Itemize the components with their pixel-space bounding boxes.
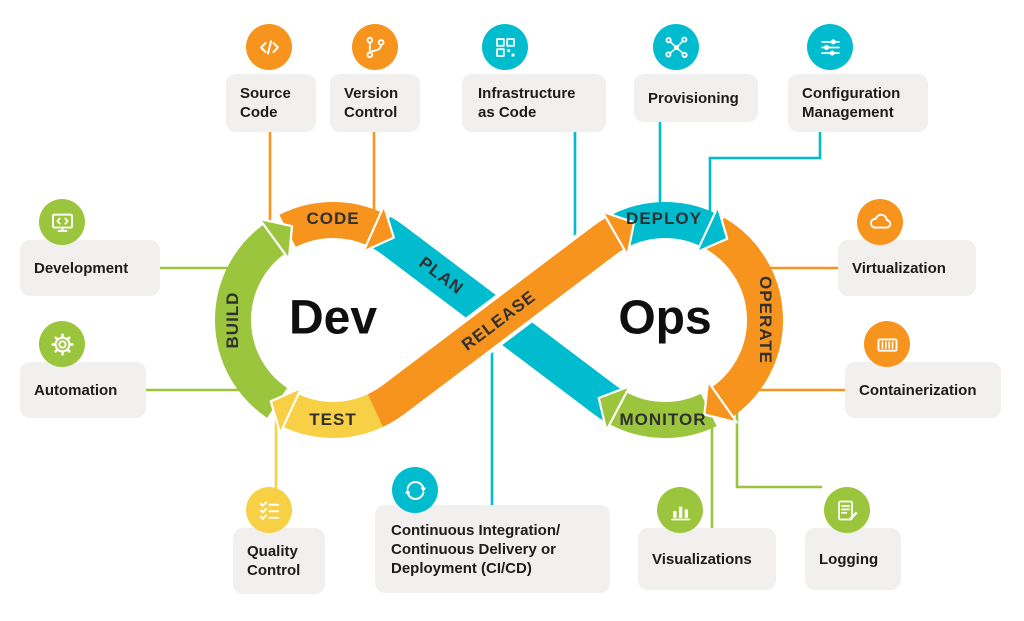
connector-configuration [708,132,822,216]
card-configuration-management: Configuration Management [788,74,928,132]
card-provisioning: Provisioning [634,74,758,122]
deploy-arrow-icon [695,205,729,254]
segment-label-build: BUILD [223,291,242,349]
card-ci-cd-label: Continuous Integration/ Continuous Deliv… [391,521,561,577]
card-provisioning-label: Provisioning [648,89,739,107]
card-containerization: Containerization [845,362,1001,418]
card-source-code: Source Code [226,74,316,132]
card-infrastructure-as-code: Infrastructure as Code [462,74,606,132]
card-ci-cd: Continuous Integration/ Continuous Deliv… [375,505,610,593]
card-source-code-label: Source Code [240,85,291,121]
sync-arrows-icon [392,467,438,513]
card-version-control: Version Control [330,74,420,132]
operate-arrow-icon [703,380,738,424]
segment-label-deploy: DEPLOY [626,209,702,228]
git-branch-icon [352,24,398,70]
card-logging: Logging [805,528,901,590]
gear-icon [39,321,85,367]
container-icon [864,321,910,367]
code-segment [279,201,382,248]
monitor-arrow-icon [597,385,631,432]
monitor-segment [609,392,717,438]
card-development: Development [20,240,160,296]
segment-label-test: TEST [309,410,357,429]
segment-label-monitor: MONITOR [619,410,707,429]
card-automation-label: Automation [34,381,118,399]
bar-chart-icon [657,487,703,533]
test-arrow-icon [269,386,303,435]
code-arrow-icon [362,204,395,253]
card-infrastructure-as-code-label: Infrastructure as Code [478,85,576,121]
release-segment [367,217,625,427]
segment-label-code: CODE [306,209,360,228]
card-logging-label: Logging [819,550,879,568]
card-automation: Automation [20,362,146,418]
card-development-label: Development [34,259,129,277]
network-nodes-icon [653,24,699,70]
infinity-loop [215,201,783,438]
build-arrow-icon [258,217,294,261]
card-quality-control-label: Quality Control [247,543,301,579]
sliders-icon [807,24,853,70]
modules-icon [482,24,528,70]
segment-label-operate: OPERATE [756,276,775,364]
card-version-control-label: Version Control [344,85,399,121]
card-virtualization-label: Virtualization [852,259,946,277]
code-brackets-icon [246,24,292,70]
card-quality-control: Quality Control [233,528,325,594]
card-visualizations-label: Visualizations [652,550,752,568]
connector-logging [735,410,822,489]
card-configuration-management-label: Configuration Management [802,85,901,121]
ops-label: Ops [618,291,712,345]
card-virtualization: Virtualization [838,240,976,296]
card-containerization-label: Containerization [859,381,977,399]
build-segment [215,224,288,418]
connector-lines [146,122,845,528]
dev-label: Dev [288,291,378,345]
checklist-icon [246,487,292,533]
operate-segment [705,217,783,417]
release-arrow-icon [601,210,636,257]
monitor-code-icon [39,199,85,245]
cloud-icon [857,199,903,245]
note-pencil-icon [824,487,870,533]
card-visualizations: Visualizations [638,528,776,590]
